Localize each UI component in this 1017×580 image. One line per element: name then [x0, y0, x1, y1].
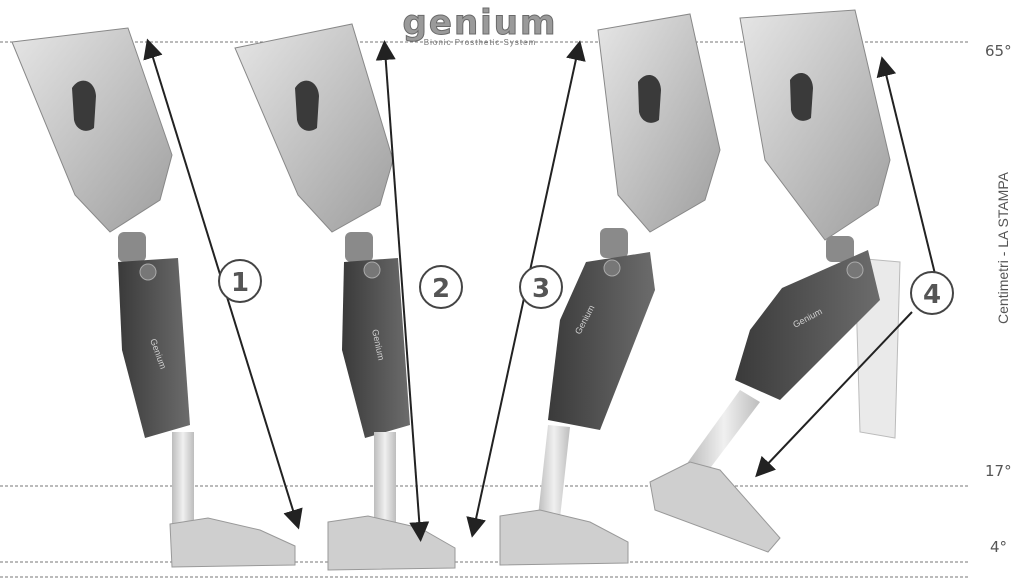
angle-label-top: 65° [985, 42, 1012, 60]
leg-brand-marks: Genium Genium Genium Genium [148, 303, 824, 370]
foot [650, 462, 780, 552]
knee-axis [847, 262, 863, 278]
socket-cutout [295, 81, 319, 131]
knee-unit [548, 252, 655, 430]
knee-joint [118, 232, 146, 262]
logo-wordmark: genium [380, 6, 580, 40]
phase-badge-3: 3 [520, 266, 562, 308]
foot [500, 510, 628, 565]
pylon [538, 425, 570, 518]
arrow-4a [884, 66, 936, 278]
angle-label-middle: 17° [985, 462, 1012, 480]
socket-cutout [72, 81, 96, 131]
svg-text:2: 2 [432, 274, 450, 304]
foot [170, 518, 295, 567]
pylon [172, 432, 194, 524]
phase-badge-1: 1 [219, 260, 261, 302]
angle-label-bottom: 4° [990, 538, 1007, 556]
svg-text:4: 4 [923, 280, 941, 310]
socket-cutout [638, 75, 661, 123]
svg-text:3: 3 [532, 274, 550, 304]
phase-badge-4: 4 [911, 272, 953, 314]
foot [328, 516, 455, 570]
knee-axis [140, 264, 156, 280]
knee-axis [604, 260, 620, 276]
knee-joint [600, 228, 628, 258]
knee-axis [364, 262, 380, 278]
credit-text: Centimetri - LA STAMPA [995, 172, 1011, 324]
knee-joint [345, 232, 373, 262]
socket [12, 28, 172, 232]
svg-text:1: 1 [231, 268, 249, 298]
socket-cutout [790, 73, 813, 121]
socket [598, 14, 720, 232]
socket [740, 10, 890, 240]
phase-badge-2: 2 [420, 266, 462, 308]
pylon [374, 432, 396, 522]
pylon [688, 390, 760, 475]
genium-logo: genium Bionic Prosthetic System [380, 6, 580, 50]
